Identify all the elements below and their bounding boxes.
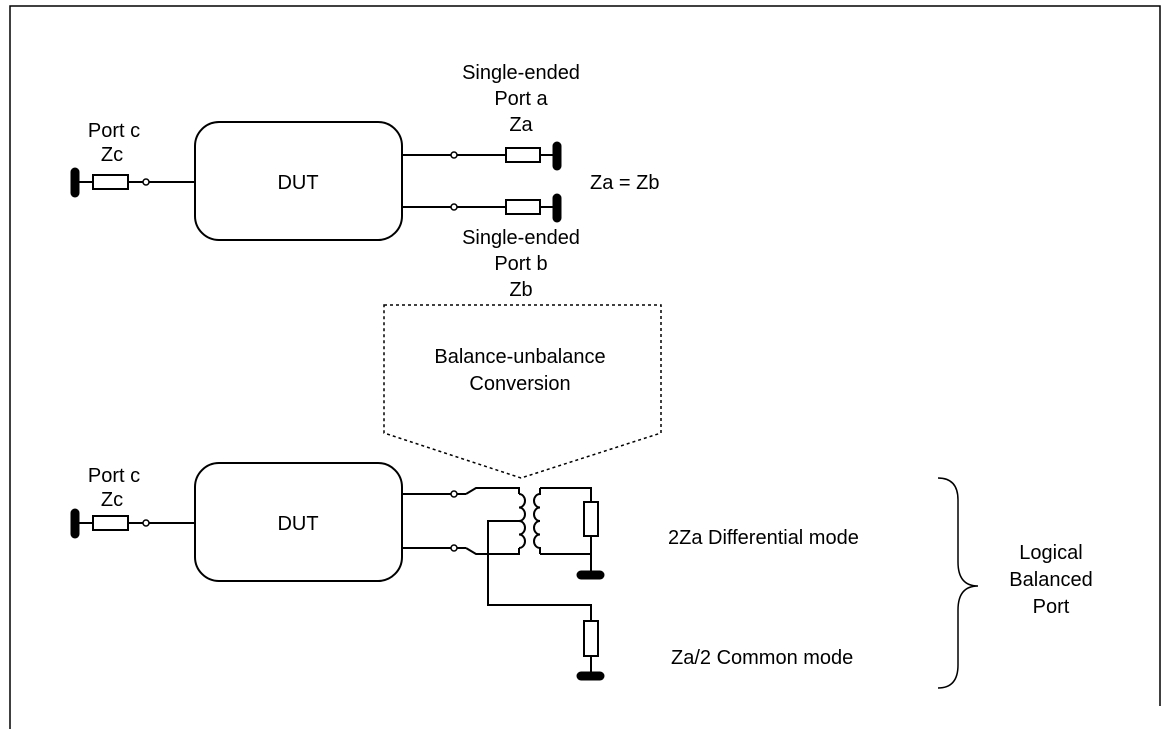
balanced-node-bottom: [450, 544, 458, 552]
outer-frame: [9, 5, 1161, 729]
bottom-dut-box: [194, 462, 403, 582]
top-dut-label: DUT: [277, 172, 318, 194]
bottom-port-c-node: [142, 519, 150, 527]
balanced-port-brace: [937, 477, 979, 689]
secondary-top-lead: [540, 487, 592, 502]
za-resistor: [505, 147, 541, 163]
zb-resistor: [505, 199, 541, 215]
bottom-dut-label: DUT: [277, 513, 318, 535]
center-tap-wire: [487, 520, 592, 621]
balun-conversion: Balance-unbalance Conversion: [383, 304, 662, 479]
port-a-node: [450, 151, 458, 159]
common-mode-label: Za/2 Common mode: [671, 647, 853, 669]
conversion-line2: Conversion: [469, 373, 570, 395]
conversion-line1: Balance-unbalance: [434, 346, 605, 368]
port-b-line1: Single-ended: [462, 227, 580, 249]
primary-bottom-lead: [465, 547, 520, 555]
differential-resistor: [583, 501, 599, 537]
bottom-zc-resistor: [92, 515, 129, 531]
top-port-c-label: Port c: [88, 120, 140, 142]
zb-label: Zb: [509, 279, 532, 301]
balanced-line3: Port: [1033, 596, 1070, 618]
balanced-node-top: [450, 490, 458, 498]
transformer-secondary-coil: [533, 488, 541, 554]
top-zc-label: Zc: [101, 144, 123, 166]
bottom-circuit: Port c Zc DUT 2Za D: [70, 462, 1093, 689]
equality-label: Za = Zb: [590, 172, 659, 194]
top-dut-box: [194, 121, 403, 241]
port-b-line2: Port b: [494, 253, 547, 275]
common-mode-resistor: [583, 620, 599, 657]
top-port-c-node: [142, 178, 150, 186]
balanced-line1: Logical: [1019, 542, 1082, 564]
top-circuit: Port c Zc DUT Single-ended Port a Za Sin…: [70, 62, 659, 301]
top-zc-resistor: [92, 174, 129, 190]
za-label: Za: [509, 114, 533, 136]
bottom-port-c-label: Port c: [88, 465, 140, 487]
port-b-node: [450, 203, 458, 211]
conversion-pentagon: [383, 304, 662, 479]
differential-mode-label: 2Za Differential mode: [668, 527, 859, 549]
primary-top-lead: [465, 487, 520, 495]
transformer-primary-coil: [518, 493, 526, 549]
port-a-line1: Single-ended: [462, 62, 580, 84]
port-a-line2: Port a: [494, 88, 548, 110]
bottom-zc-label: Zc: [101, 489, 123, 511]
balanced-line2: Balanced: [1009, 569, 1092, 591]
